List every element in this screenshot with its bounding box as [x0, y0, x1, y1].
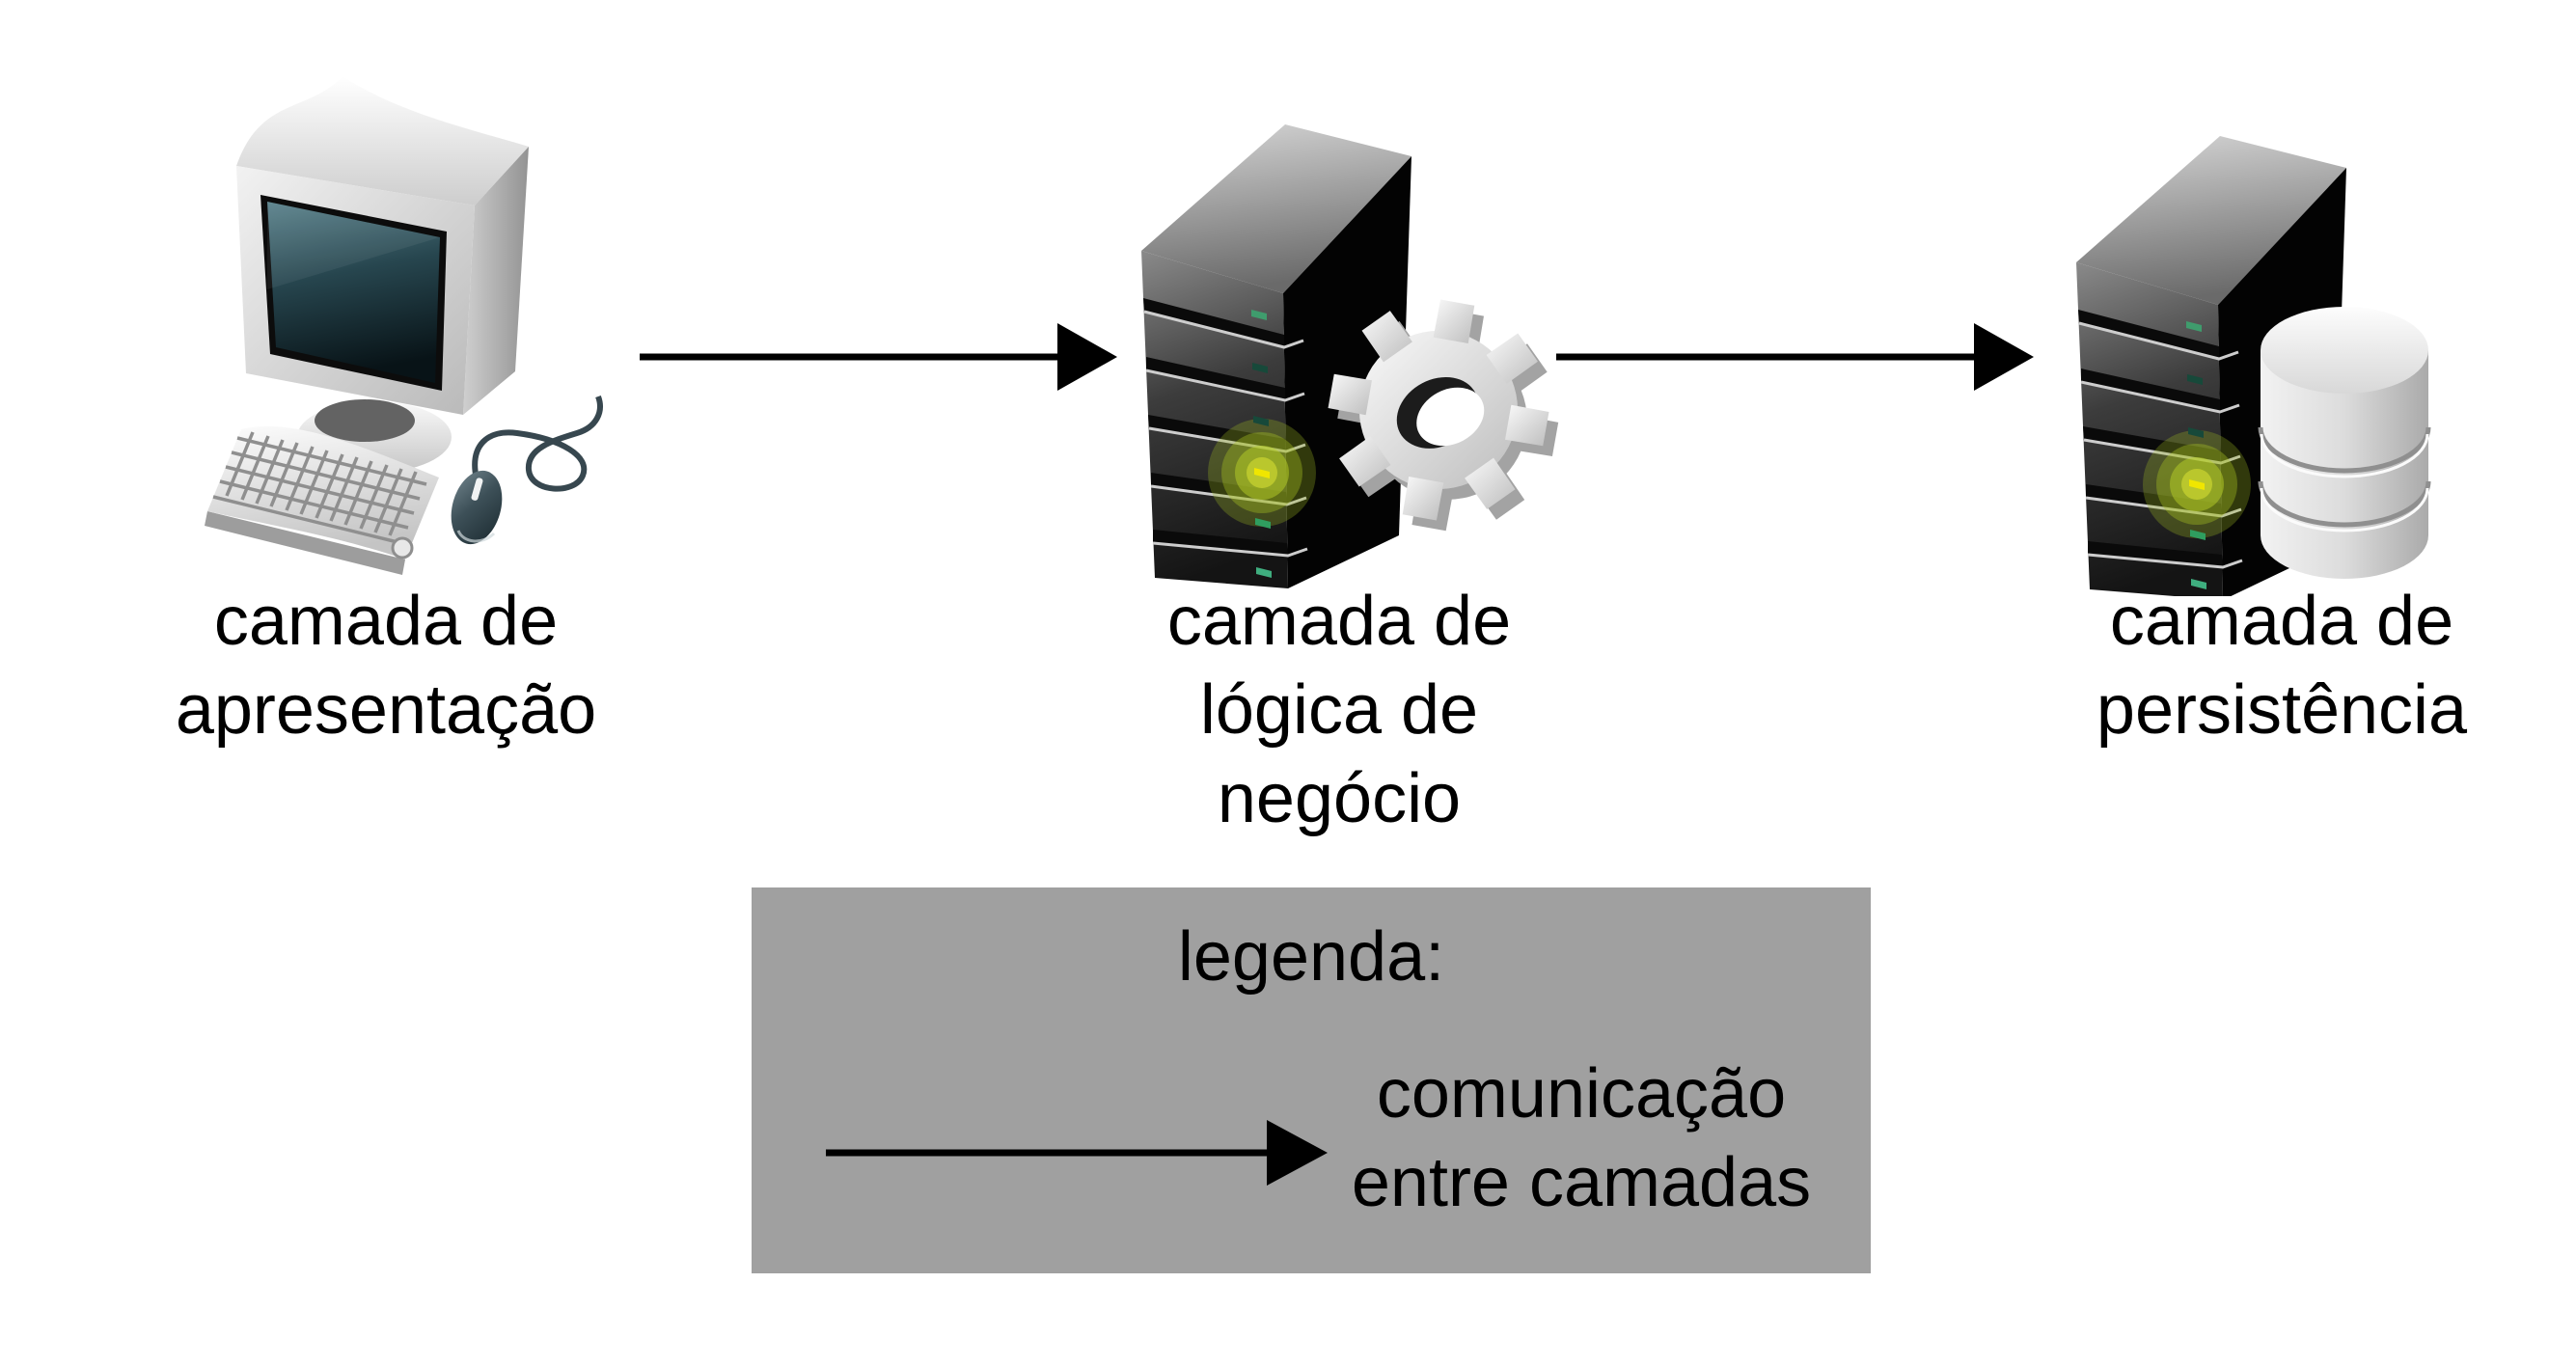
legend-title: legenda: — [1177, 918, 1445, 996]
communication-arrow-1 — [640, 323, 1117, 391]
server-gear-icon — [1141, 124, 1559, 588]
server-tower — [1141, 124, 1411, 588]
database-cylinder-icon — [2258, 307, 2431, 579]
node-label-persistence: camada de persistência — [2096, 583, 2468, 749]
node-label-business-logic: camada de lógica de negócio — [1166, 583, 1512, 837]
gear-icon — [1328, 299, 1559, 532]
communication-arrow-2 — [1556, 323, 2034, 391]
legend-box: legenda: comunicação entre camadas — [752, 887, 1871, 1273]
desktop-computer-icon — [205, 76, 603, 575]
legend-item-label: comunicação entre camadas — [1351, 1055, 1812, 1221]
server-database-icon — [2076, 136, 2431, 596]
node-label-presentation: camada de apresentação — [175, 583, 597, 749]
legend-arrow-icon — [826, 1120, 1328, 1186]
